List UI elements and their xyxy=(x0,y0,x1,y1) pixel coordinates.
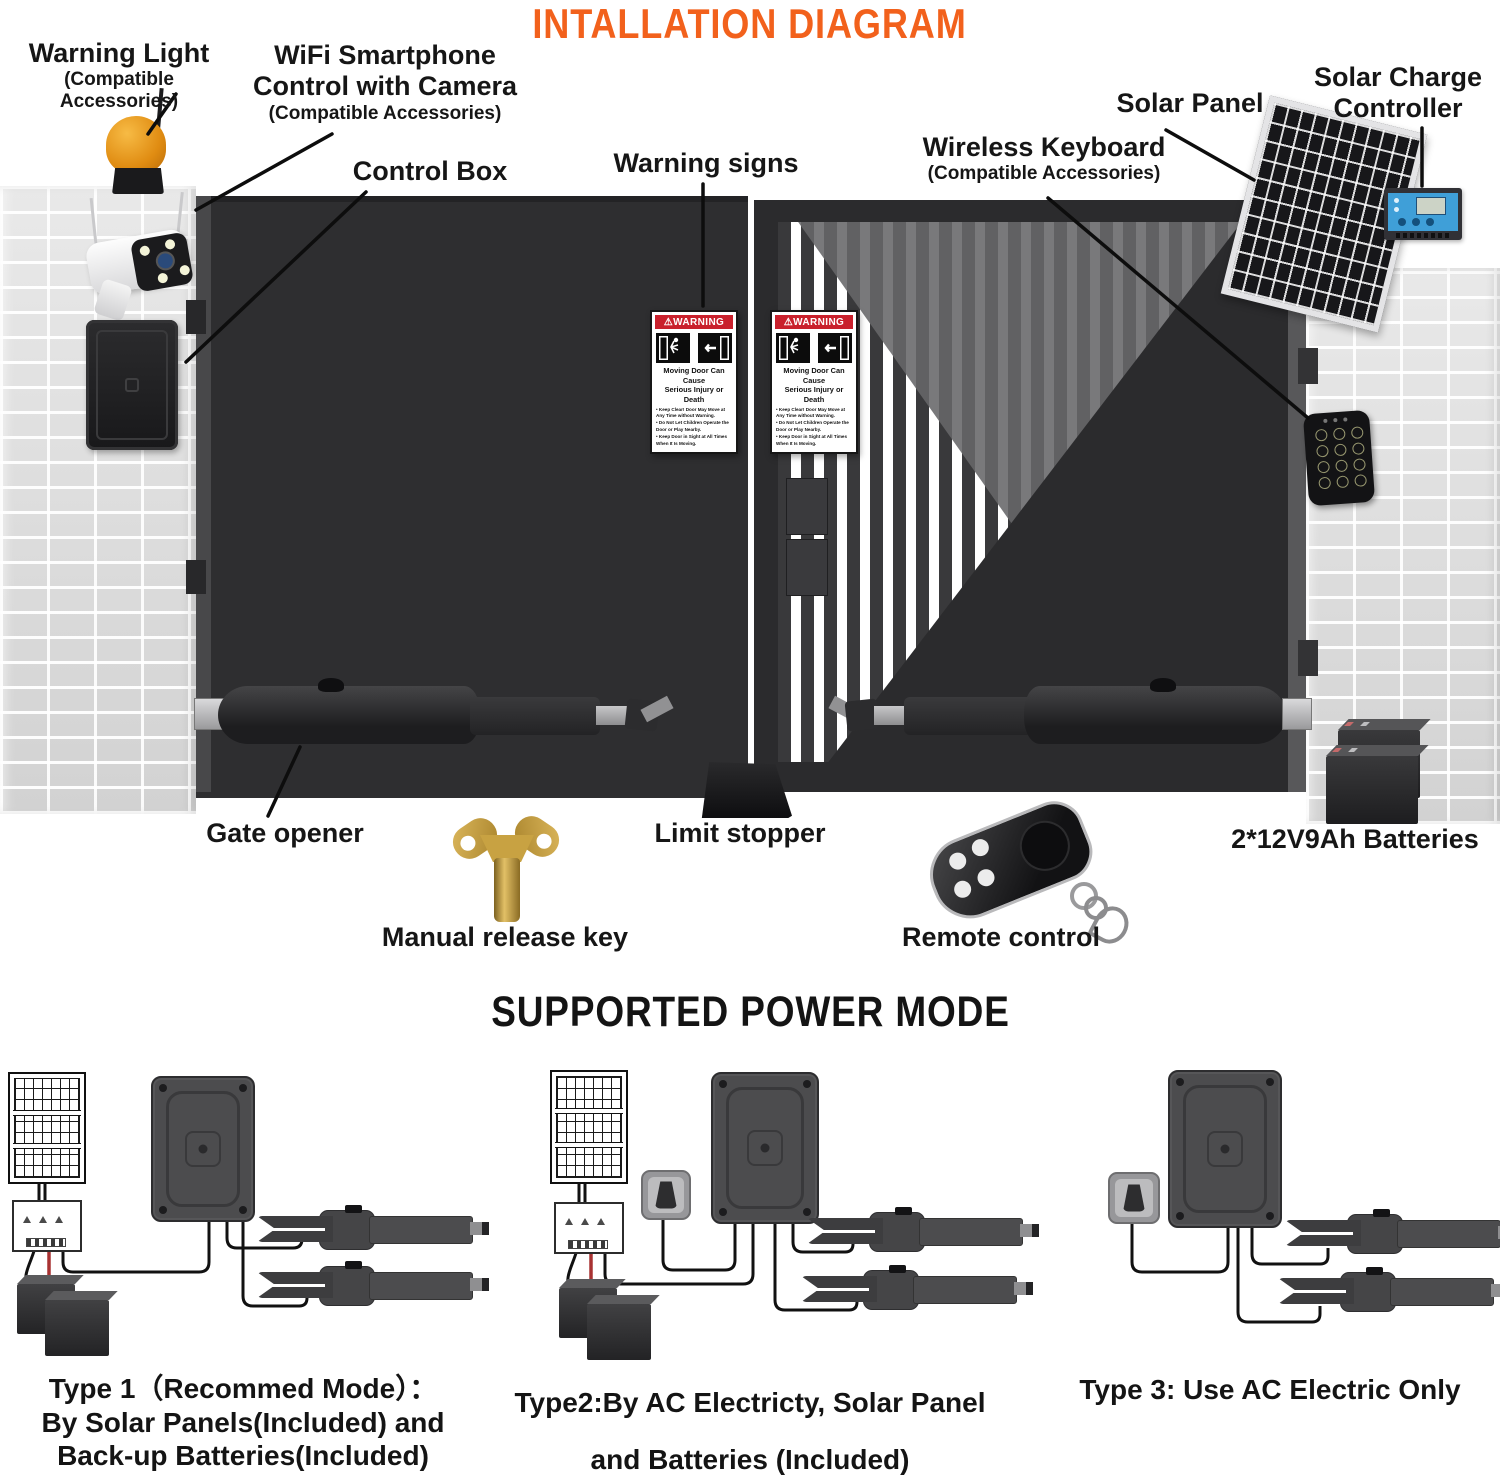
controller-buttons xyxy=(1398,218,1406,226)
type3-caption: Type 3: Use AC Electric Only xyxy=(1079,1374,1461,1405)
batteries-label: 2*12V9Ah Batteries xyxy=(1231,824,1479,854)
gate-handle xyxy=(786,539,828,596)
warning-sign-header: ⚠WARNING xyxy=(775,315,853,329)
charge-controller-mini xyxy=(554,1202,624,1254)
control-box-label: Control Box xyxy=(352,156,508,186)
ac-socket-mini xyxy=(1108,1172,1160,1224)
pointer-line xyxy=(184,190,368,364)
limit-stopper-label: Limit stopper xyxy=(654,818,826,848)
pointer-line xyxy=(146,92,178,136)
actuator-mini xyxy=(807,1207,1039,1252)
opener-release-knob xyxy=(1150,678,1176,692)
page-title-text: INTALLATION DIAGRAM xyxy=(532,0,968,47)
solar-charge-controller-device xyxy=(1384,188,1462,240)
opener-release-knob xyxy=(318,678,344,692)
opener-arm xyxy=(470,697,600,735)
power-mode-type1-diagram xyxy=(5,1062,490,1362)
actuator-mini xyxy=(1278,1267,1500,1312)
solar-charge-controller-label: Solar Charge Controller xyxy=(1313,62,1483,124)
controller-terminals xyxy=(1396,233,1450,238)
door-arrow-pictogram-icon xyxy=(698,333,732,363)
gate-opener-label: Gate opener xyxy=(206,818,364,848)
remote-keyring xyxy=(1084,896,1108,920)
warning-sign-bullets: Keep Clear! Door May Move at Any Time wi… xyxy=(656,407,732,448)
power-mode-title: SUPPORTED POWER MODE xyxy=(490,988,1010,1036)
warning-sign-pictograms xyxy=(776,333,852,363)
door-person-pictogram-icon xyxy=(656,333,690,363)
pointer-line xyxy=(1164,128,1256,182)
remote-control-label: Remote control xyxy=(901,922,1101,952)
actuator-mini xyxy=(801,1265,1033,1310)
warning-triangle-icon: ⚠ xyxy=(663,317,674,328)
left-gate-hinge xyxy=(186,560,206,594)
warning-light-label: Warning Light (Compatible Accessories) xyxy=(28,38,210,113)
control-box-inner xyxy=(96,330,168,440)
remote-control-device xyxy=(918,786,1135,950)
warning-sign: ⚠WARNING Moving Door Can Cause Serious I… xyxy=(650,310,738,454)
warning-sign-title: Moving Door Can Cause Serious Injury or … xyxy=(783,366,845,404)
wireless-keyboard-label: Wireless Keyboard (Compatible Accessorie… xyxy=(922,132,1166,185)
door-person-pictogram-icon xyxy=(776,333,810,363)
solar-panel-mini xyxy=(550,1070,628,1184)
opener-arm xyxy=(904,697,1034,735)
opener-rod xyxy=(596,706,630,725)
warning-sign-header: ⚠WARNING xyxy=(655,315,733,329)
manual-release-key-label: Manual release key xyxy=(381,922,629,952)
left-gate-hinge xyxy=(186,300,206,334)
warning-signs-label: Warning signs xyxy=(613,148,799,178)
left-gate-hinge-stile xyxy=(196,196,211,792)
warning-sign-bullets: Keep Clear! Door May Move at Any Time wi… xyxy=(776,407,852,448)
opener-wall-bracket xyxy=(1282,698,1312,730)
type2-caption: Type2:By AC Electricty, Solar Panel and … xyxy=(514,1387,986,1476)
warning-triangle-icon: ⚠ xyxy=(783,317,794,328)
opener-motor-body xyxy=(1024,686,1286,744)
warning-sign-title: Moving Door Can Cause Serious Injury or … xyxy=(663,366,725,404)
power-mode-type2-diagram xyxy=(545,1062,1039,1362)
warning-light xyxy=(106,116,166,174)
actuator-mini xyxy=(257,1261,489,1306)
control-box-device xyxy=(86,320,178,450)
battery xyxy=(1326,756,1418,824)
warning-sign-pictograms xyxy=(656,333,732,363)
opener-rod xyxy=(874,706,908,725)
solar-panel-mini xyxy=(8,1072,86,1184)
wifi-camera-label: WiFi Smartphone Control with Camera (Com… xyxy=(252,40,518,124)
solar-panel-label: Solar Panel xyxy=(1116,88,1264,118)
battery-mini xyxy=(587,1304,651,1360)
battery-mini xyxy=(45,1300,109,1356)
wiring xyxy=(24,1180,309,1308)
pointer-line xyxy=(266,745,302,818)
controller-leds xyxy=(1394,198,1399,203)
control-box-hub xyxy=(125,378,139,392)
control-box-mini xyxy=(1168,1070,1282,1228)
warning-sign: ⚠WARNING Moving Door Can Cause Serious I… xyxy=(770,310,858,454)
opener-motor-body xyxy=(218,686,480,744)
pointer-line xyxy=(194,132,334,212)
actuator-mini xyxy=(1285,1209,1500,1254)
control-box-mini xyxy=(711,1072,819,1224)
page-title: INTALLATION DIAGRAM xyxy=(0,0,1500,48)
ac-socket-mini xyxy=(641,1170,691,1220)
charge-controller-mini xyxy=(12,1200,82,1252)
gate-handle xyxy=(786,478,828,535)
key-stem xyxy=(494,858,520,922)
manual-release-key-device xyxy=(446,809,566,924)
warning-light-base xyxy=(112,168,164,194)
right-gate-hinge xyxy=(1298,348,1318,384)
wiring xyxy=(1130,1220,1330,1324)
power-mode-type3-diagram xyxy=(1080,1062,1500,1362)
controller-lcd xyxy=(1416,197,1446,215)
actuator-mini xyxy=(257,1205,489,1250)
right-gate-hinge xyxy=(1298,640,1318,676)
control-box-mini xyxy=(151,1076,255,1222)
door-arrow-pictogram-icon xyxy=(818,333,852,363)
right-gate-bars xyxy=(778,222,1282,762)
type1-caption: Type 1（Recommed Mode）： By Solar Panels(I… xyxy=(41,1373,445,1472)
pointer-line xyxy=(1046,196,1310,420)
limit-stopper-device xyxy=(701,762,792,818)
